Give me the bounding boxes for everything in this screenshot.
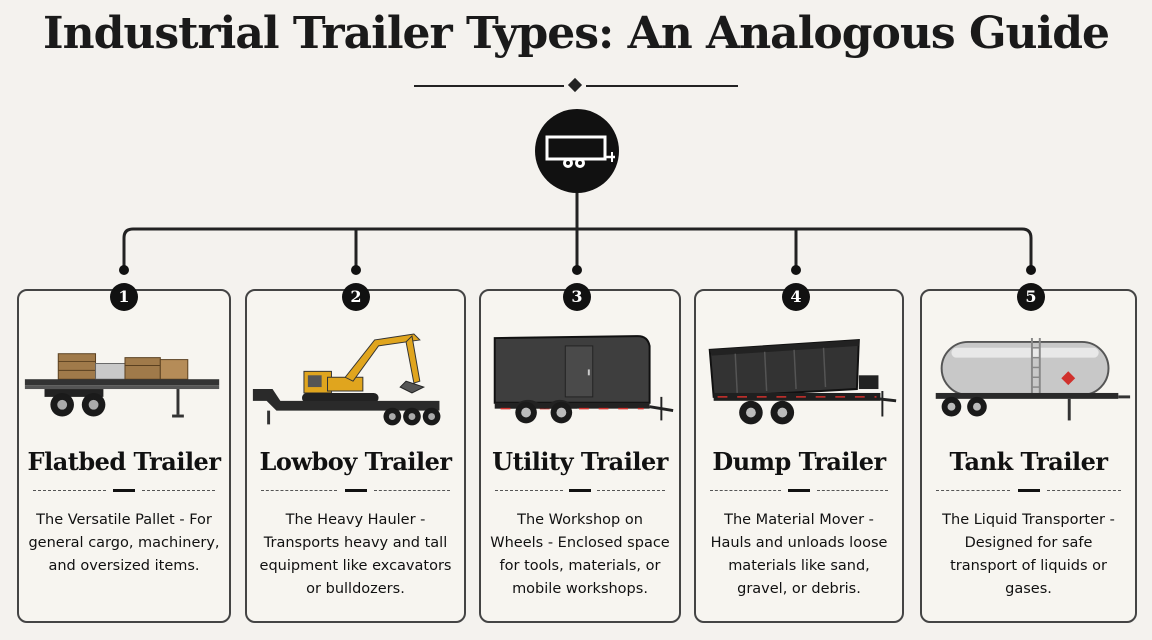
badge-2: 2 [342,283,370,311]
card-separator [495,488,665,494]
page-title: Industrial Trailer Types: An Analogous G… [43,8,1110,59]
tank-trailer-illustration [935,337,1131,421]
badge-5: 5 [1017,283,1045,311]
badge-1: 1 [110,283,138,311]
card-title: Flatbed Trailer [27,447,221,476]
card-dump: Dump Trailer The Material Mover - Hauls … [694,289,904,623]
title-rule-right [586,85,738,87]
card-separator [936,488,1121,494]
card-description: The Liquid Transporter - Designed for sa… [942,512,1115,597]
card-title: Lowboy Trailer [259,447,452,476]
card-title: Tank Trailer [949,447,1108,476]
card-description: The Material Mover - Hauls and unloads l… [710,512,888,597]
card-description: The Heavy Hauler - Transports heavy and … [259,512,452,597]
flatbed-trailer-illustration [24,353,220,418]
badge-4: 4 [782,283,810,311]
card-title: Dump Trailer [712,447,886,476]
lowboy-trailer-illustration [252,333,441,426]
connector-lines [119,190,1036,275]
utility-trailer-illustration [493,335,674,424]
card-separator [261,488,450,494]
dump-trailer-illustration [708,338,897,425]
badge-3: 3 [563,283,591,311]
title-rule-left [414,85,564,87]
card-title: Utility Trailer [492,447,668,476]
card-description: The Versatile Pallet - For general cargo… [28,512,220,574]
card-description: The Workshop on Wheels - Enclosed space … [490,512,670,597]
card-separator [710,488,888,494]
card-utility: Utility Trailer The Workshop on Wheels -… [479,289,681,623]
card-separator [33,488,215,494]
trailer-icon [545,135,615,168]
card-flatbed: Flatbed Trailer The Versatile Pallet - F… [17,289,231,623]
card-tank: Tank Trailer The Liquid Transporter - De… [920,289,1137,623]
card-lowboy: Lowboy Trailer The Heavy Hauler - Transp… [245,289,466,623]
hub-circle [535,109,619,193]
